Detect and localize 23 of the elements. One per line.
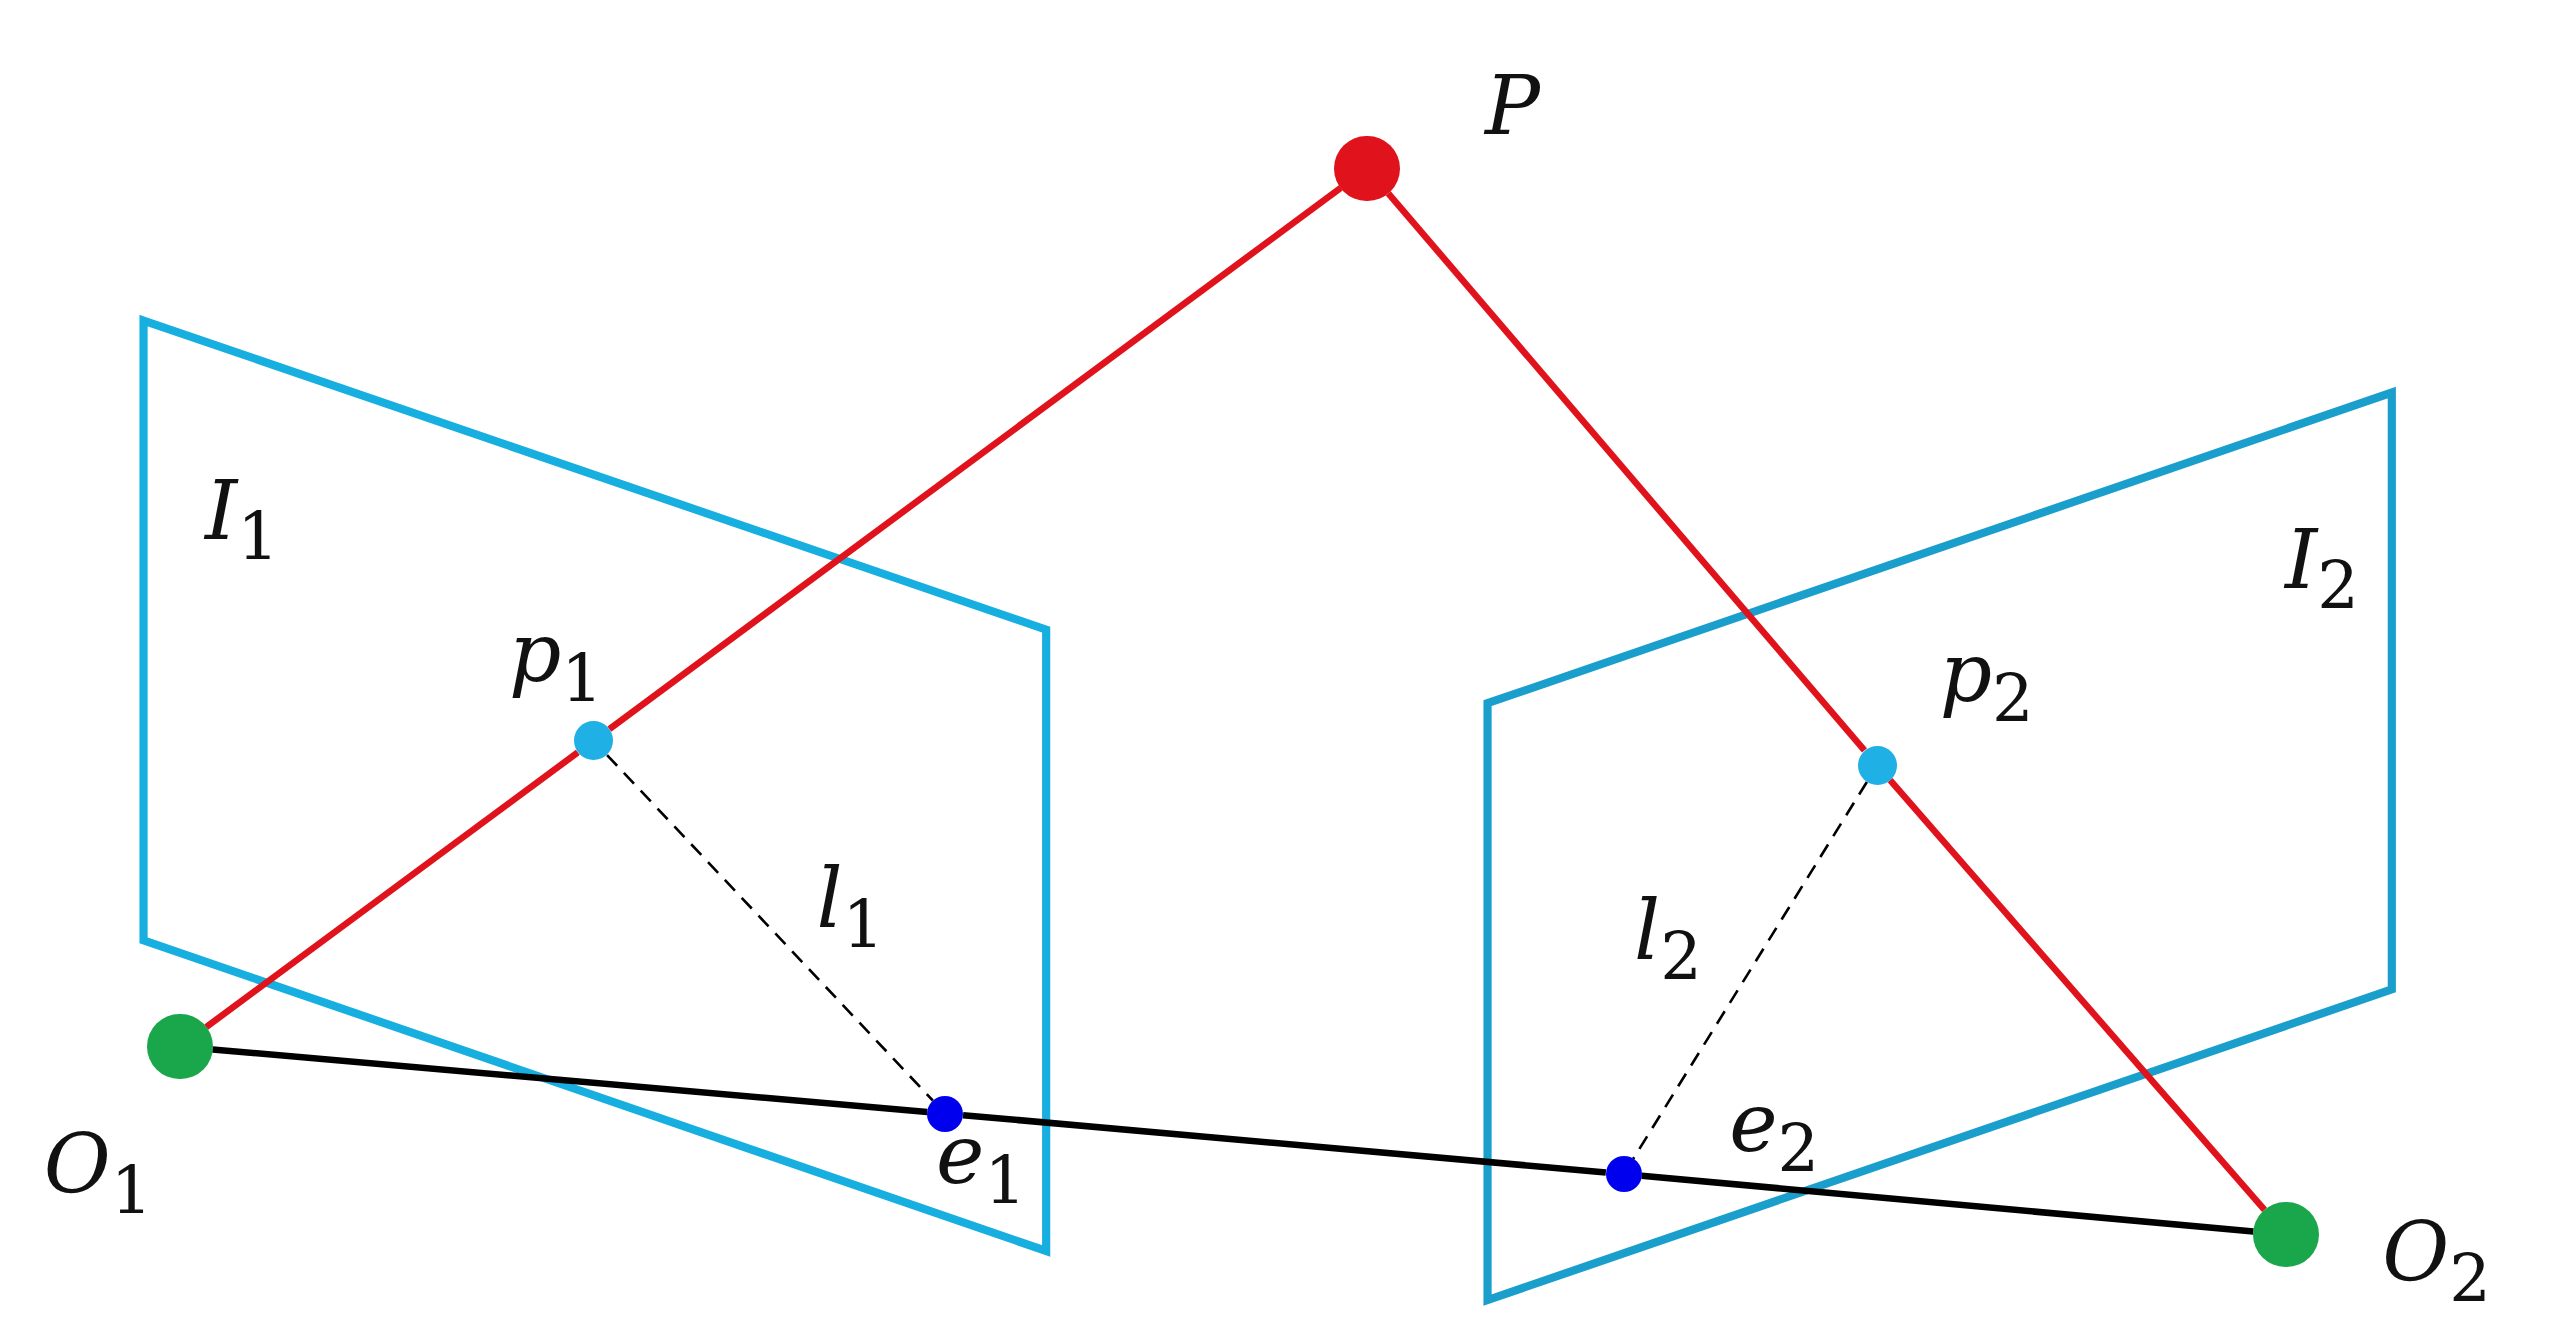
point-label: e$_{1}$	[936, 1114, 1027, 1214]
plane-label: I$_{1}$	[205, 470, 279, 570]
epipolar-line	[606, 754, 934, 1102]
point-label: O$_{2}$	[2382, 1212, 2491, 1312]
epipolar-line	[1632, 781, 1868, 1160]
point-dot	[573, 721, 614, 761]
point-dot	[1857, 745, 1897, 785]
point-label: e$_{2}$	[1729, 1082, 1820, 1182]
projection-line	[962, 1111, 1607, 1176]
point-dot	[1605, 1156, 1642, 1193]
projection-line	[1887, 777, 2267, 1213]
plane-label: I$_{2}$	[2285, 519, 2359, 619]
point-label: p$_{2}$	[1939, 632, 2034, 732]
projection-line	[204, 749, 580, 1030]
projection-line	[607, 185, 1343, 732]
point-dot	[927, 1095, 964, 1132]
projection-line	[1641, 1172, 2254, 1235]
point-label: p$_{1}$	[509, 612, 603, 712]
projection-line	[1385, 191, 1867, 753]
point-label: O$_{1}$	[43, 1124, 153, 1224]
projection-line	[212, 1046, 928, 1116]
point-dot	[1334, 135, 1400, 202]
point-label: P	[1485, 65, 1541, 148]
